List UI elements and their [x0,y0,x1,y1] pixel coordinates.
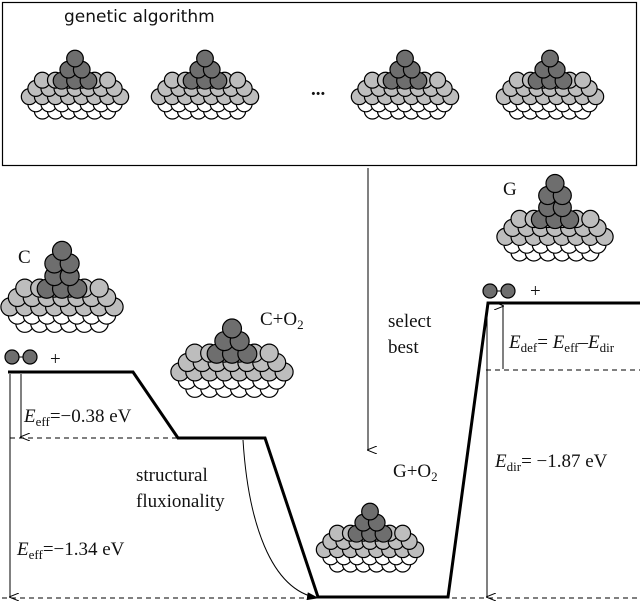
genetic-algorithm-title: genetic algorithm [64,7,215,27]
cluster-atom-top [196,49,214,68]
o2-subscript: 2 [297,317,304,332]
cluster-atom [581,209,600,229]
cluster-atom [574,71,592,89]
cluster-atom [429,71,447,89]
cluster-atom-top [545,173,565,194]
e-symbol: E [588,332,600,353]
e-sub: eff [564,340,579,355]
cluster-atom [99,71,117,89]
cluster-atom-top [541,49,559,68]
cluster-atom [259,343,279,363]
e-sub: def [520,340,538,355]
e-symbol: E [24,406,36,427]
e-value: = −1.87 eV [521,451,608,472]
e-eff-large-label: Eeff=−1.34 eV [17,540,124,561]
e-sub: dir [506,459,522,474]
cluster-atom-top [361,502,379,521]
select-best-line2: best [388,337,419,358]
e-value: =−1.34 eV [42,539,125,560]
o2-subscript: 2 [431,469,438,484]
cluster-atom-top [51,240,73,261]
cluster-atom-top [396,49,414,68]
o2-atom [482,283,498,299]
label-g: G [503,179,517,200]
arrow-fluxionality [242,439,319,601]
label-c-o2: C+O2 [260,310,304,331]
plus-right: + [530,281,541,302]
e-symbol: E [17,539,29,560]
cluster-atom [394,524,412,542]
e-symbol: E [552,332,565,353]
energy-profile-line [8,301,640,599]
structural-line1: structural [136,465,208,486]
genetic-algorithm-box [1,1,638,167]
cluster-atom [89,278,109,298]
o2-atom [22,349,38,365]
e-sub: eff [35,414,50,429]
e-eff-small-label: Eeff=−0.38 eV [24,407,131,428]
plus-left: + [50,349,61,370]
structural-line2: fluxionality [136,491,225,512]
e-def-label: Edef= Eeff–Edir [509,333,614,354]
cluster-atom-top [66,49,84,68]
e-symbol: E [495,451,507,472]
o2-atom [4,349,20,365]
select-best-line1: select [388,311,432,332]
e-value: =−0.38 eV [49,406,132,427]
c-o2-text: C+O [260,309,298,330]
o2-atom [500,283,516,299]
cluster-atom-top [221,318,243,339]
e-symbol: E [509,332,521,353]
e-dir-label: Edir= −1.87 eV [495,452,607,473]
e-eq: = [537,332,553,353]
cluster-atom [229,71,247,89]
ellipsis: ... [311,79,326,100]
e-minus: – [578,332,589,353]
g-o2-text: G+O [393,461,432,482]
label-c: C [18,247,31,268]
e-sub: eff [28,547,43,562]
label-g-o2: G+O2 [393,462,438,483]
e-sub: dir [599,340,615,355]
